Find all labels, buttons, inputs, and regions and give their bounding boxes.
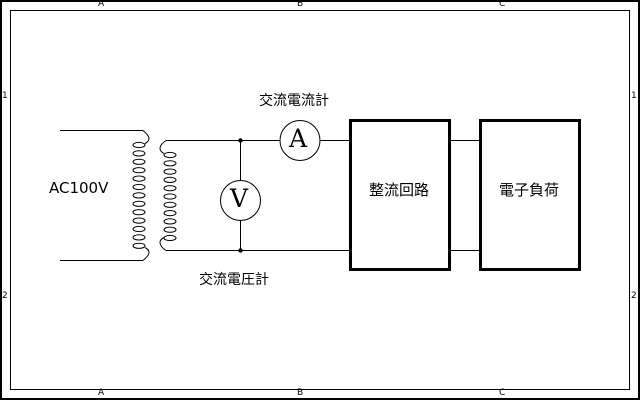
grid-row-label: 2	[2, 291, 8, 301]
coil-turn	[163, 176, 177, 183]
coil-turn	[163, 226, 177, 233]
coil-turn	[132, 158, 146, 165]
coil-turn	[132, 225, 146, 233]
voltmeter-label: 交流電圧計	[199, 272, 269, 288]
voltmeter-symbol	[220, 180, 261, 221]
coil-turn	[163, 160, 177, 167]
coil-turn	[163, 185, 177, 192]
inner-frame	[10, 10, 630, 390]
coil-turn	[132, 167, 146, 174]
grid-col-label: C	[499, 0, 506, 9]
coil-turn	[132, 200, 146, 207]
grid-row-label: 2	[631, 291, 637, 301]
coil-turn	[132, 150, 146, 157]
wiring	[240, 140, 480, 251]
coil-turn	[132, 242, 146, 249]
coil-turn	[132, 192, 146, 199]
coil-turn	[163, 210, 177, 217]
rectifier-block	[349, 119, 451, 271]
coil-turn	[163, 168, 177, 175]
junction-dot	[238, 138, 243, 143]
coil-turn	[163, 193, 177, 200]
coil-turn	[132, 175, 146, 182]
grid-col-label: B	[297, 388, 304, 398]
coil-turn	[163, 151, 177, 159]
coil-turn	[132, 209, 146, 216]
load-label: 電子負荷	[499, 181, 560, 199]
load-block	[479, 119, 581, 271]
coil-turn	[132, 141, 146, 149]
coil-turn	[132, 234, 146, 241]
coil-turn	[163, 234, 177, 242]
primary-winding	[60, 130, 150, 261]
grid-col-label: A	[98, 0, 105, 9]
ammeter-symbol	[279, 120, 321, 161]
voltmeter-glyph: V	[230, 184, 249, 213]
coil-turn	[163, 201, 177, 208]
rectifier-label: 整流回路	[369, 181, 430, 199]
grid-col-label: A	[98, 388, 105, 398]
secondary-winding	[159, 140, 240, 251]
grid-col-label: C	[499, 388, 506, 398]
junction-dot	[238, 248, 243, 253]
grid-row-label: 1	[2, 91, 8, 101]
coil-turn	[163, 218, 177, 225]
coil-turn	[132, 217, 146, 224]
source-label: AC100V	[49, 179, 109, 197]
ammeter-glyph: A	[289, 124, 308, 153]
grid-col-label: B	[297, 0, 304, 9]
coil-turn	[132, 183, 146, 191]
grid-row-label: 1	[631, 91, 637, 101]
ammeter-label: 交流電流計	[259, 93, 329, 109]
